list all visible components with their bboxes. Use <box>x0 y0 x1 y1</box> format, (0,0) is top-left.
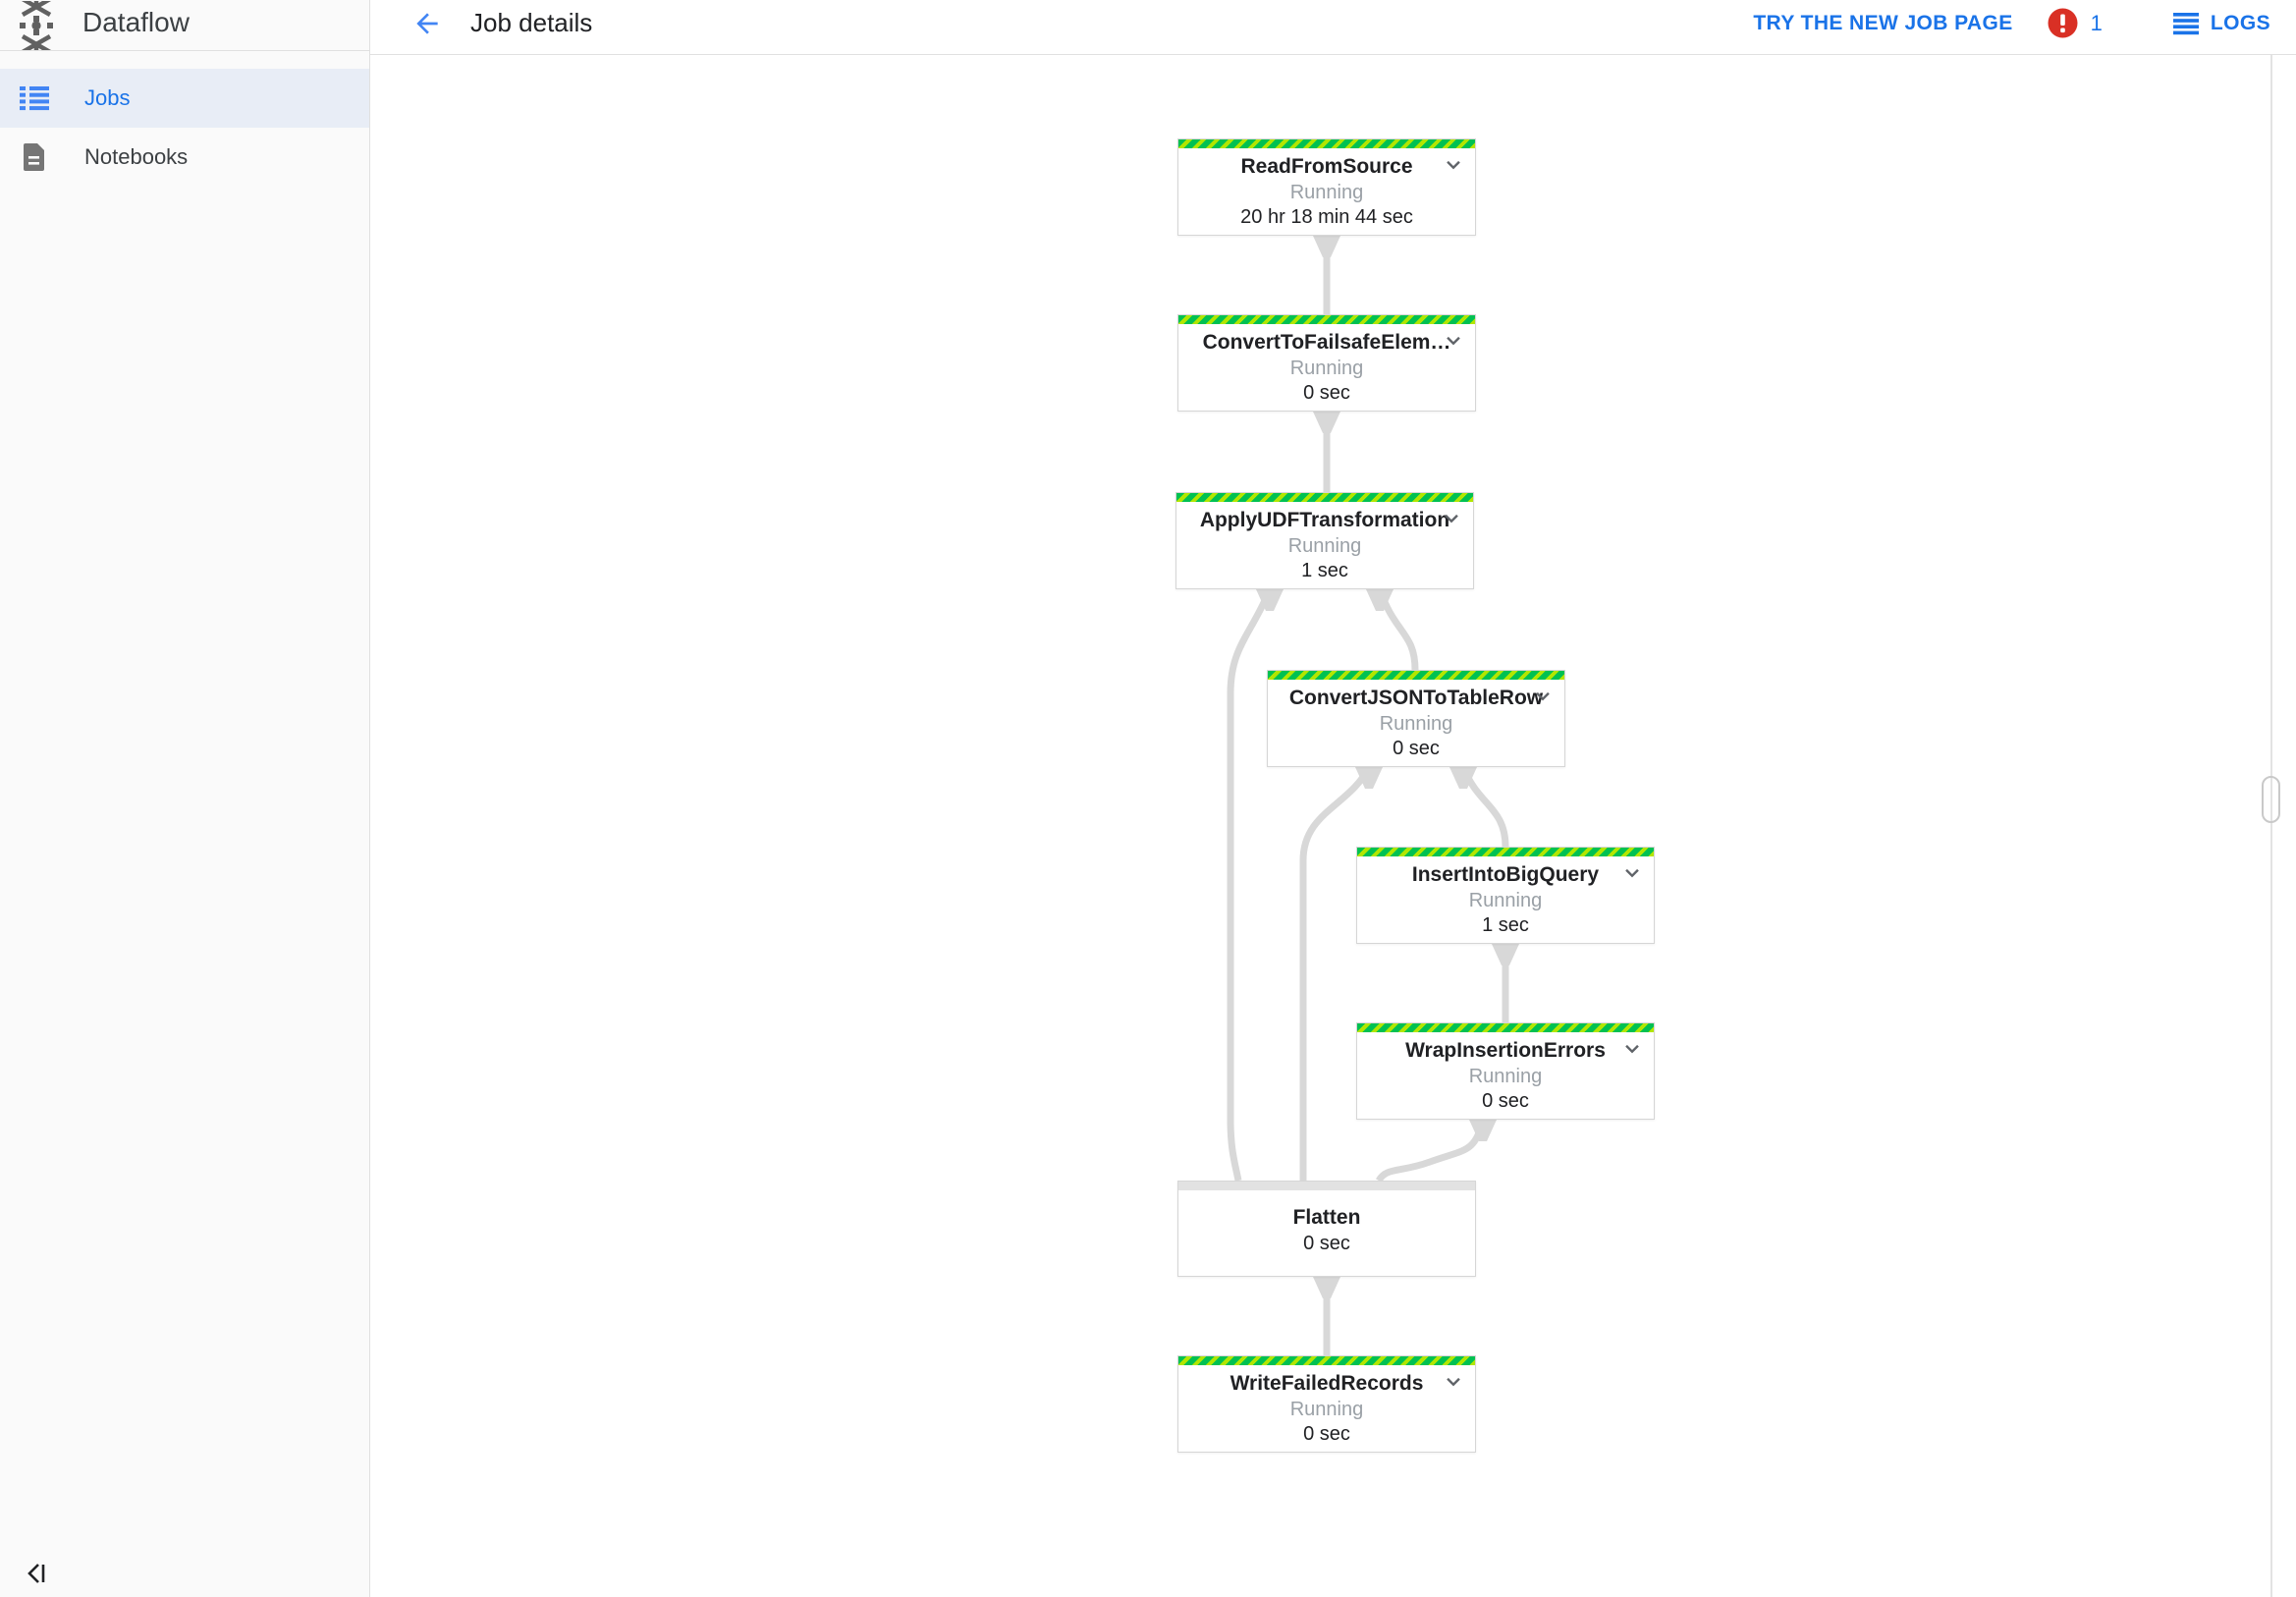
node-duration: 20 hr 18 min 44 sec <box>1240 206 1413 228</box>
edge-arrowhead <box>1256 589 1284 611</box>
logs-icon <box>2172 12 2199 34</box>
edge-wrapinsertionerrors-to-flatten <box>1375 1119 1487 1184</box>
sidebar-item-label: Notebooks <box>84 144 189 169</box>
graph-node-wrapinsertionerrors[interactable]: WrapInsertionErrors Running 0 sec <box>1356 1022 1655 1120</box>
node-duration: 1 sec <box>1482 914 1529 936</box>
node-status-stripe <box>1176 493 1473 502</box>
list-icon <box>20 86 49 111</box>
edge-arrowhead <box>1313 1277 1340 1298</box>
node-title: ConvertToFailsafeElem… <box>1202 331 1451 354</box>
error-icon <box>2048 8 2078 38</box>
edge-arrowhead <box>1366 589 1394 611</box>
graph-node-writefailedrecords[interactable]: WriteFailedRecords Running 0 sec <box>1177 1355 1476 1453</box>
node-duration: 0 sec <box>1393 738 1440 759</box>
edge-arrowhead <box>1469 1120 1497 1141</box>
error-badge[interactable]: 1 <box>2047 7 2103 39</box>
edge-arrowhead <box>1313 236 1340 257</box>
node-status: Running <box>1289 358 1364 379</box>
node-duration: 0 sec <box>1303 382 1350 404</box>
chevron-down-icon[interactable] <box>1619 860 1645 886</box>
chevron-down-icon[interactable] <box>1439 506 1464 531</box>
sidebar-header: Dataflow <box>0 0 369 51</box>
edge-arrowhead <box>1313 412 1340 433</box>
vertical-scrollbar-thumb[interactable] <box>2262 776 2280 823</box>
page-header: Job details TRY THE NEW JOB PAGE 1 LOGS <box>370 0 2296 55</box>
dataflow-logo-icon <box>20 0 53 50</box>
edge-arrowhead <box>1492 944 1519 965</box>
collapse-sidebar-button[interactable] <box>22 1558 53 1589</box>
collapse-sidebar-icon <box>27 1564 45 1583</box>
vertical-scrollbar-track[interactable] <box>2270 0 2272 1597</box>
node-status-stripe <box>1178 139 1475 148</box>
node-title: Flatten <box>1292 1206 1361 1229</box>
graph-node-applyudftransformation[interactable]: ApplyUDFTransformation Running 1 sec <box>1175 492 1474 589</box>
edge-arrowhead <box>1355 767 1383 789</box>
sidebar-item-label: Jobs <box>84 85 131 110</box>
graph-node-insertintobigquery[interactable]: InsertIntoBigQuery Running 1 sec <box>1356 847 1655 944</box>
back-button[interactable] <box>411 7 445 40</box>
app-title: Dataflow <box>82 6 190 37</box>
node-status: Running <box>1287 535 1362 557</box>
edge-arrowhead <box>1449 767 1477 789</box>
page-title: Job details <box>470 8 593 37</box>
chevron-down-icon[interactable] <box>1441 328 1466 354</box>
node-status: Running <box>1289 1399 1364 1420</box>
graph-node-flatten[interactable]: Flatten 0 sec <box>1177 1181 1476 1277</box>
chevron-down-icon[interactable] <box>1441 1369 1466 1395</box>
graph-node-convertjsontotablerow[interactable]: ConvertJSONToTableRow Running 0 sec <box>1267 670 1565 767</box>
node-status: Running <box>1289 182 1364 203</box>
node-duration: 0 sec <box>1303 1233 1350 1254</box>
node-title: ReadFromSource <box>1240 155 1413 178</box>
logs-button[interactable]: LOGS <box>2172 11 2270 35</box>
node-status: Running <box>1468 890 1543 911</box>
edge-convertjsontotablerow-to-flatten <box>1299 765 1373 1181</box>
graph-node-converttofailsafeelem[interactable]: ConvertToFailsafeElem… Running 0 sec <box>1177 314 1476 412</box>
node-title: InsertIntoBigQuery <box>1411 863 1600 886</box>
node-status-stripe <box>1268 671 1564 680</box>
chevron-down-icon[interactable] <box>1619 1036 1645 1062</box>
edge-applyudftransformation-to-flatten <box>1227 587 1274 1182</box>
sidebar-item-jobs[interactable]: Jobs <box>0 69 369 128</box>
node-duration: 0 sec <box>1482 1090 1529 1112</box>
node-status: Running <box>1379 713 1453 735</box>
logs-label: LOGS <box>2210 11 2270 34</box>
back-arrow-icon <box>416 12 438 34</box>
node-status: Running <box>1468 1066 1543 1087</box>
node-title: ApplyUDFTransformation <box>1199 509 1450 531</box>
graph-node-readfromsource[interactable]: ReadFromSource Running 20 hr 18 min 44 s… <box>1177 138 1476 236</box>
node-title: WriteFailedRecords <box>1230 1372 1424 1395</box>
error-count: 1 <box>2090 10 2103 35</box>
document-icon <box>24 143 44 171</box>
node-duration: 1 sec <box>1301 560 1348 581</box>
chevron-down-icon[interactable] <box>1441 152 1466 178</box>
sidebar-item-notebooks[interactable]: Notebooks <box>0 128 369 187</box>
node-status-stripe <box>1357 1023 1654 1032</box>
sidebar: Dataflow Jobs <box>0 0 370 1597</box>
node-status-stripe <box>1178 315 1475 324</box>
node-status-stripe <box>1357 848 1654 856</box>
node-title: ConvertJSONToTableRow <box>1288 687 1544 709</box>
node-status-stripe <box>1178 1356 1475 1365</box>
chevron-down-icon[interactable] <box>1530 684 1556 709</box>
node-title: WrapInsertionErrors <box>1405 1039 1606 1062</box>
try-new-job-page-link[interactable]: TRY THE NEW JOB PAGE <box>1753 11 2013 34</box>
node-status-stripe <box>1178 1182 1475 1190</box>
sidebar-nav: Jobs Notebooks <box>0 69 369 187</box>
node-duration: 0 sec <box>1303 1423 1350 1445</box>
